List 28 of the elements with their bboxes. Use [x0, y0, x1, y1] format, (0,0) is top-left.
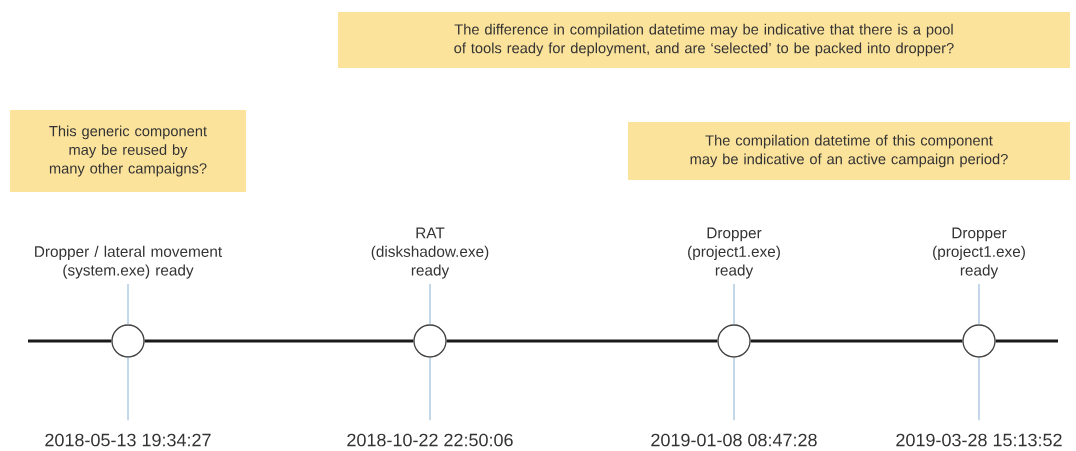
event-label: Dropper (project1.exe) ready — [688, 227, 780, 279]
callout-box: The difference in compilation datetime may be indicative that there is a pool of tools ready for deployment, and are ‘selected’ to be packed into dropper? — [338, 12, 1070, 68]
event-label: Dropper / lateral movement (system.exe) ready — [35, 245, 222, 279]
date-label: 2018-05-13 19:34:27 — [45, 433, 211, 447]
date-label: 2018-10-22 22:50:06 — [347, 433, 513, 447]
tick-line — [733, 283, 735, 325]
timeline-circle — [413, 324, 447, 358]
tick-line — [429, 357, 431, 421]
timeline-line — [446, 339, 718, 343]
date-label: 2019-03-28 15:13:52 — [896, 433, 1062, 447]
tick-line — [429, 283, 431, 325]
timeline-circle — [717, 324, 751, 358]
timeline-line — [144, 339, 414, 343]
timeline-line — [750, 339, 963, 343]
timeline-circle — [962, 324, 996, 358]
tick-line — [978, 357, 980, 421]
callout-box: The compilation datetime of this component may be indicative of an active campaign period? — [628, 122, 1070, 180]
tick-line — [127, 357, 129, 421]
event-label: Dropper (project1.exe) ready — [933, 227, 1025, 279]
timeline-line — [995, 339, 1058, 343]
callout-box: This generic component may be reused by many other campaigns? — [10, 110, 246, 192]
timeline-circle — [111, 324, 145, 358]
event-label: RAT (diskshadow.exe) ready — [371, 227, 489, 279]
tick-line — [127, 283, 129, 325]
date-label: 2019-01-08 08:47:28 — [651, 433, 817, 447]
tick-line — [733, 357, 735, 421]
tick-line — [978, 283, 980, 325]
timeline-line — [28, 339, 112, 343]
